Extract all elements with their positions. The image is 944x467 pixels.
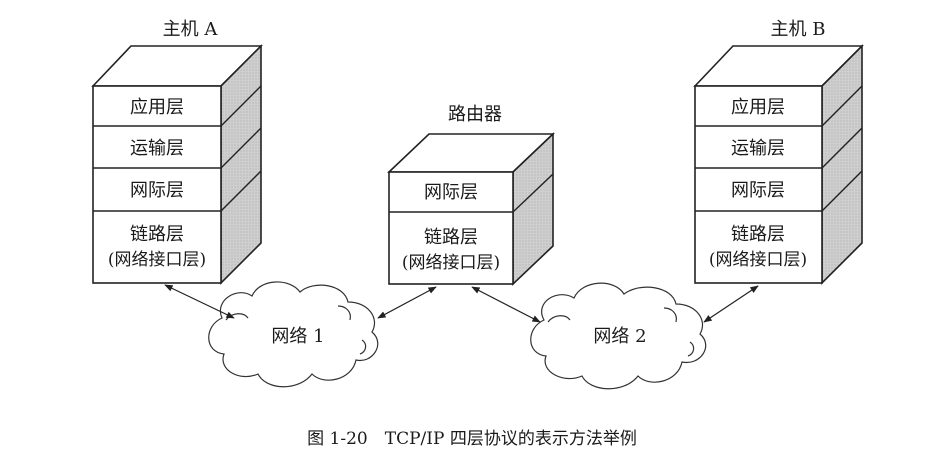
host-b-layer-link-sub: (网络接口层) bbox=[709, 250, 807, 270]
host-a-layer-link-sub: (网络接口层) bbox=[108, 250, 206, 270]
host-a-layer-link: 链路层 bbox=[130, 224, 184, 245]
host-b: 主机 B 应用层 运输层 网际层 链路层 (网络接口层) bbox=[693, 19, 864, 285]
host-b-box-side bbox=[821, 44, 863, 285]
network-1-label: 网络 1 bbox=[271, 326, 324, 347]
host-a-layer-application: 应用层 bbox=[130, 97, 184, 118]
host-b-layer-transport: 运输层 bbox=[731, 138, 785, 159]
router-layer-link: 链路层 bbox=[424, 227, 478, 248]
host-a-side-sep-3 bbox=[220, 170, 262, 212]
host-a-box-front bbox=[92, 85, 222, 284]
host-b-side-sep-1 bbox=[821, 85, 863, 127]
host-a-box-side bbox=[220, 44, 262, 285]
link-net1-router bbox=[377, 286, 437, 319]
link-host-a-net1 bbox=[164, 284, 235, 319]
host-a-layer-internet: 网际层 bbox=[130, 180, 184, 201]
figure-caption: 图 1-20 TCP/IP 四层协议的表示方法举例 bbox=[307, 429, 637, 449]
host-b-layer-application: 应用层 bbox=[731, 97, 785, 118]
host-b-box-front bbox=[694, 85, 823, 284]
link-router-net2 bbox=[471, 286, 541, 323]
host-a: 主机 A 应用层 运输层 网际层 链路层 (网络接口层) bbox=[91, 19, 263, 285]
host-b-title: 主机 B bbox=[771, 19, 826, 40]
host-a-side-sep-1 bbox=[220, 85, 262, 127]
router-layer-link-sub: (网络接口层) bbox=[402, 253, 500, 273]
router-box-front bbox=[388, 171, 514, 285]
link-net2-host-b bbox=[703, 285, 759, 323]
host-b-side-sep-3 bbox=[821, 170, 863, 212]
network-2-cloud: 网络 2 bbox=[530, 282, 707, 390]
network-2-label: 网络 2 bbox=[593, 326, 646, 347]
router-title: 路由器 bbox=[448, 104, 502, 125]
network-1-cloud: 网络 1 bbox=[208, 281, 379, 388]
host-b-side-sep-2 bbox=[821, 127, 863, 169]
router-side-sep-1 bbox=[512, 173, 554, 213]
router-layer-internet: 网际层 bbox=[424, 182, 478, 203]
host-a-layer-transport: 运输层 bbox=[130, 138, 184, 159]
host-a-side-sep-2 bbox=[220, 127, 262, 169]
host-a-title: 主机 A bbox=[163, 19, 219, 40]
host-b-layer-link: 链路层 bbox=[731, 224, 785, 245]
host-b-layer-internet: 网际层 bbox=[731, 180, 785, 201]
router: 路由器 网际层 链路层 (网络接口层) bbox=[386, 104, 556, 286]
